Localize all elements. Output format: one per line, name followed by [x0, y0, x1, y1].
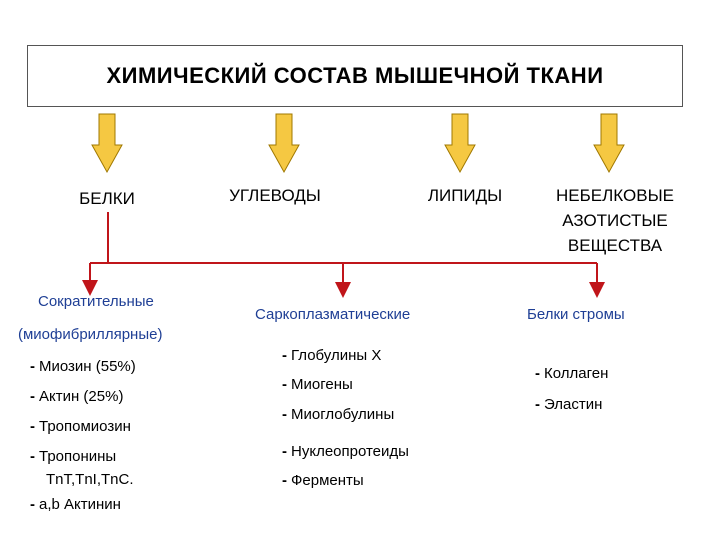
arrow-to-nonprotein [593, 113, 625, 174]
arrow-to-lipids [444, 113, 476, 174]
label-proteins: БЕЛКИ [79, 189, 135, 208]
list-item-enzymes: -Ферменты [282, 472, 364, 489]
list-item-actinin: -a,b Актинин [30, 496, 121, 513]
list-item-tropomyosin: -Тропомиозин [30, 418, 131, 435]
list-item-troponin-types: TnT,TnI,TnC. [46, 471, 134, 488]
label-lipids: ЛИПИДЫ [427, 186, 503, 205]
label-nonprotein-line1: НЕБЕЛКОВЫЕ [556, 186, 674, 205]
list-item-troponins: -Тропонины [30, 448, 117, 465]
list-item-myosin: -Миозин (55%) [30, 358, 136, 375]
arrow-to-proteins [91, 113, 123, 174]
category-contractile-sub: (миофибриллярные) [18, 326, 163, 343]
diagram-title: ХИМИЧЕСКИЙ СОСТАВ МЫШЕЧНОЙ ТКАНИ [27, 45, 683, 107]
label-nonprotein-nitrogenous: НЕБЕЛКОВЫЕ АЗОТИСТЫЕ ВЕЩЕСТВА [535, 183, 695, 258]
list-item-myogens: -Миогены [282, 376, 353, 393]
label-nonprotein-line2: АЗОТИСТЫЕ [562, 211, 668, 230]
arrow-to-carbohydrates [268, 113, 300, 174]
label-carbohydrates: УГЛЕВОДЫ [229, 186, 321, 205]
list-item-myoglobulins: -Миоглобулины [282, 406, 395, 423]
category-contractile: Сократительные [38, 293, 154, 310]
list-item-nucleoproteins: -Нуклеопротеиды [282, 443, 409, 460]
list-item-collagen: -Коллаген [535, 365, 609, 382]
list-item-actin: -Актин (25%) [30, 388, 124, 405]
category-stroma: Белки стромы [527, 306, 625, 323]
list-item-globulins: -Глобулины Х [282, 347, 382, 364]
category-sarcoplasmic: Саркоплазматические [255, 306, 411, 323]
label-nonprotein-line3: ВЕЩЕСТВА [567, 236, 663, 255]
protein-branch-lines [82, 212, 605, 298]
list-item-elastin: -Эластин [535, 396, 603, 413]
